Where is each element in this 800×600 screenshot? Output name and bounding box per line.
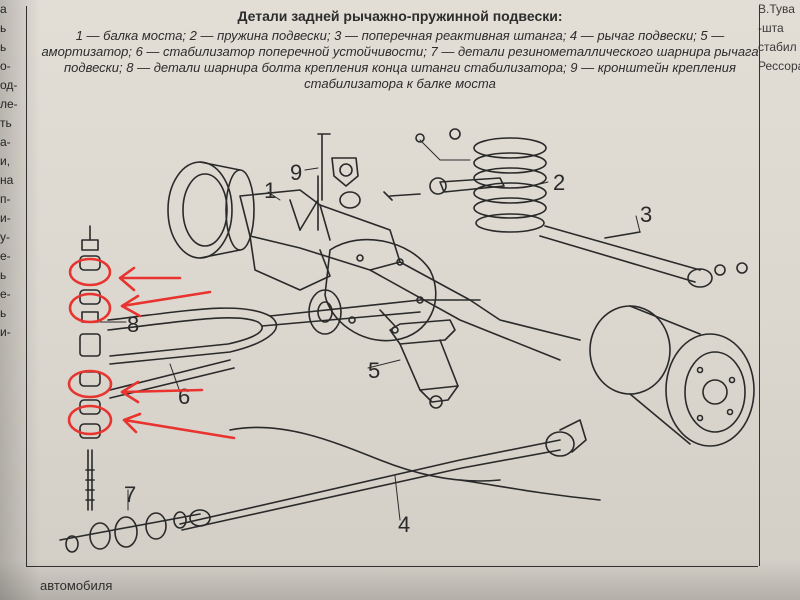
label-2: 2 — [553, 170, 565, 195]
stabilizer-link-parts — [79, 225, 101, 511]
marker-arrow — [122, 412, 236, 440]
figure-caption: Детали задней рычажно-пружинной подвески… — [40, 8, 760, 92]
marker-circle — [68, 257, 112, 287]
label-9: 9 — [290, 160, 302, 185]
panhard-rod — [539, 225, 748, 288]
part-labels: 1 2 3 4 5 6 7 8 9 — [124, 160, 652, 537]
figure-frame — [26, 6, 760, 566]
marker-circle — [67, 369, 113, 399]
stabilizer-bracket — [299, 133, 361, 231]
marker-arrow — [120, 290, 212, 318]
shock-absorber — [379, 309, 459, 409]
label-8: 8 — [127, 312, 139, 337]
suspension-spring — [383, 128, 547, 233]
label-4: 4 — [398, 512, 410, 537]
marker-arrow — [118, 266, 182, 292]
arm-bushing-parts — [59, 511, 201, 553]
differential-housing — [308, 238, 437, 342]
stabilizer-bar — [107, 299, 481, 399]
marker-circle — [68, 292, 112, 324]
axle-beam — [239, 189, 581, 361]
caption-text: 1 — балка моста; 2 — пружина подвески; 3… — [41, 28, 759, 91]
footer-text: автомобиля — [40, 578, 113, 593]
trailing-arm — [179, 419, 601, 531]
caption-title: Детали задней рычажно-пружинной подвески… — [237, 8, 563, 24]
label-3: 3 — [640, 202, 652, 227]
label-5: 5 — [368, 358, 380, 383]
left-brake-drum — [167, 161, 255, 259]
red-marker-annotations — [67, 257, 236, 440]
bottom-rule — [26, 566, 758, 567]
leader-lines — [99, 139, 641, 521]
label-7: 7 — [124, 482, 136, 507]
marker-circle — [67, 404, 113, 436]
right-brake-drum — [589, 305, 755, 447]
marker-arrow — [120, 380, 204, 404]
label-1: 1 — [264, 178, 276, 203]
label-6: 6 — [178, 384, 190, 409]
